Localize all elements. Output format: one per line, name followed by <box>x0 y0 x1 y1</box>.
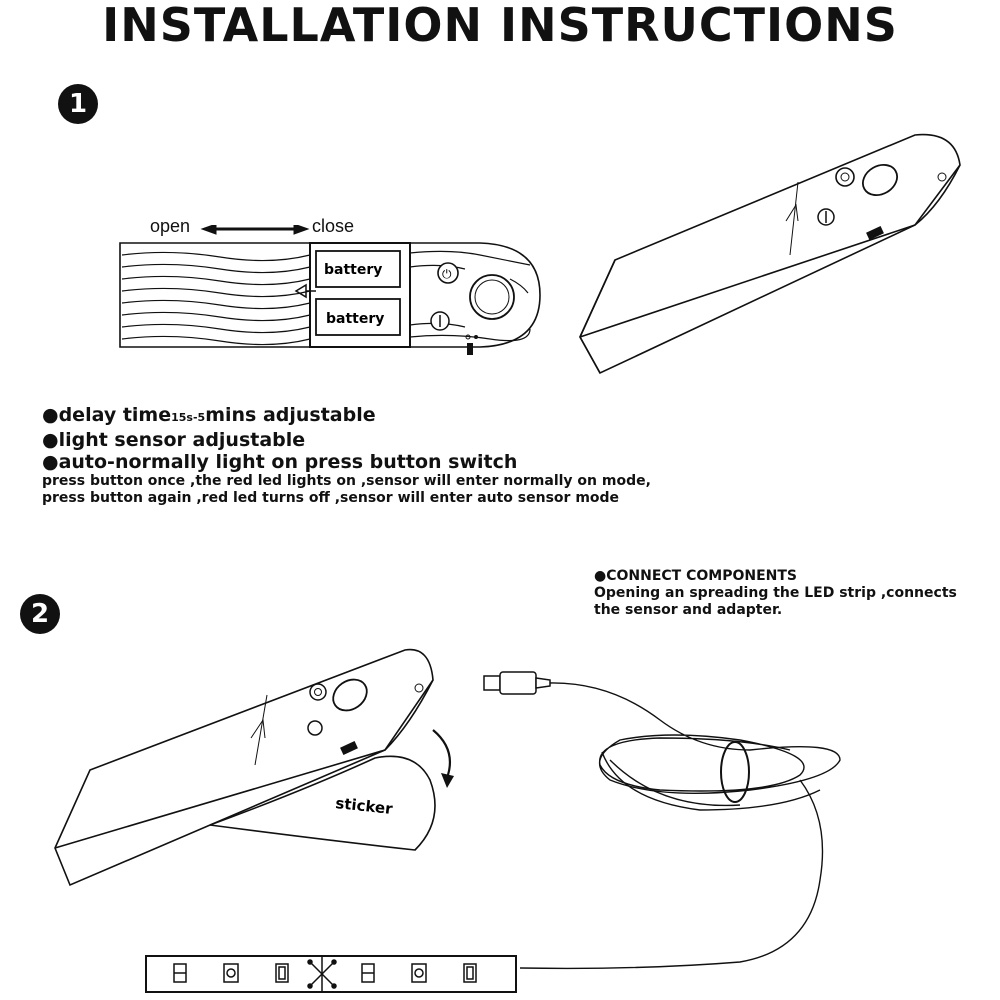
curved-arrow-icon <box>432 729 451 779</box>
step-1-badge: 1 <box>58 84 98 124</box>
sensor-lens-icon <box>862 164 898 196</box>
sensor-lens-icon <box>469 274 515 320</box>
power-button-icon <box>437 262 459 284</box>
sensor-sticker-diagram: sticker <box>54 648 454 887</box>
feature-list: ●delay time15s-5mins adjustable ●light s… <box>42 404 651 507</box>
connect-components-text: ●CONNECT COMPONENTS Opening an spreading… <box>594 568 957 619</box>
battery-bottom-label: battery <box>326 311 384 327</box>
mode-switch-icon <box>467 343 473 355</box>
mode-switch-icon <box>340 740 358 756</box>
connect-heading: ●CONNECT COMPONENTS <box>594 568 797 584</box>
page-title: INSTALLATION INSTRUCTIONS <box>102 0 898 52</box>
power-button-icon <box>309 683 327 701</box>
sensor-lens-icon <box>332 678 368 712</box>
press-once-text: press button once ,the red led lights on… <box>42 473 651 489</box>
open-label: open <box>150 216 191 236</box>
led-strip <box>145 955 517 993</box>
sticker-label: sticker <box>335 794 394 818</box>
open-close-arrow-icon <box>200 225 310 235</box>
svg-text:⏻: ⏻ <box>442 267 452 281</box>
press-again-text: press button again ,red led turns off ,s… <box>42 490 620 506</box>
time-dial-icon <box>307 720 323 736</box>
coiled-cable <box>519 682 841 970</box>
sensor-open-diagram: battery battery ⏻ <box>119 225 541 355</box>
connect-line-1: Opening an spreading the LED strip ,conn… <box>594 585 957 601</box>
close-label: close <box>312 216 355 236</box>
step-2-badge: 2 <box>20 594 60 634</box>
sensor-closed-diagram <box>579 133 961 375</box>
power-button-icon <box>835 167 855 187</box>
delay-time-feature: ●delay time15s-5mins adjustable <box>42 404 376 426</box>
plug-icon <box>483 671 551 695</box>
led-chip-icon <box>173 963 477 983</box>
mode-switch-icon <box>866 225 884 241</box>
light-sensor-feature: ●light sensor adjustable <box>42 429 306 451</box>
led-strip-diagram <box>145 671 841 993</box>
connect-line-2: the sensor and adapter. <box>594 602 783 618</box>
battery-top-label: battery <box>324 262 382 278</box>
auto-normal-feature: ●auto-normally light on press button swi… <box>42 451 518 473</box>
cut-mark-icon <box>307 956 337 992</box>
battery-terminal-icon <box>294 283 316 299</box>
sticker-shape <box>209 755 436 851</box>
